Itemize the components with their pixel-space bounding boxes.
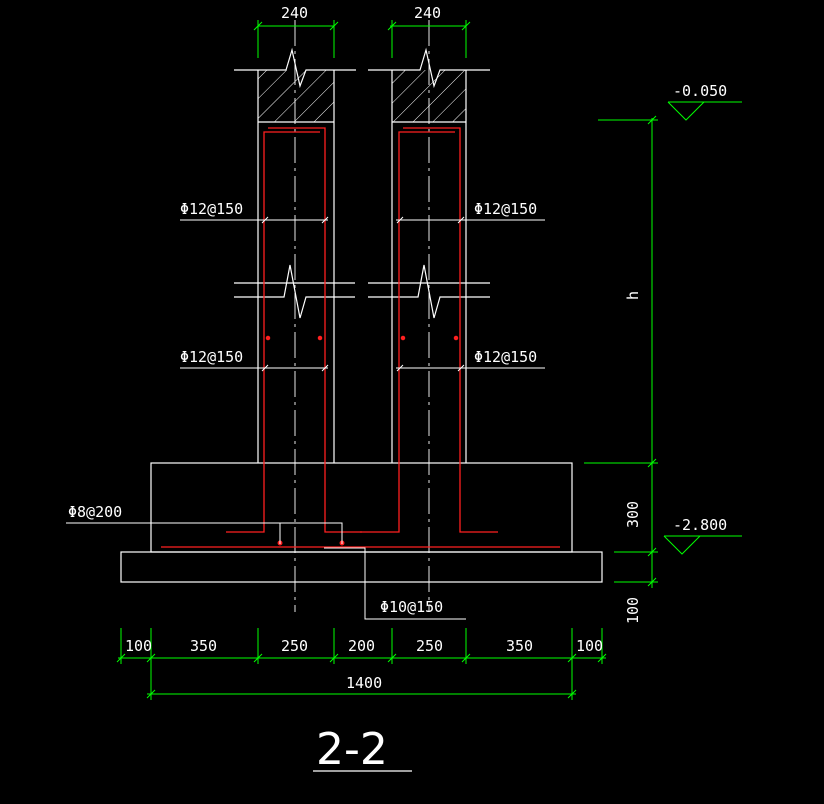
wall-width-right: 240 (414, 4, 441, 22)
rebar (161, 127, 560, 548)
leaders (66, 216, 545, 620)
rebar-label-upper-right: Φ12@150 (474, 200, 537, 218)
right-wall (368, 20, 490, 612)
dim-h-0: 100 (125, 637, 152, 655)
footing (120, 462, 603, 583)
dim-h-3: 200 (348, 637, 375, 655)
dim-h-4: 250 (416, 637, 443, 655)
rebar-label-lower-right: Φ12@150 (474, 348, 537, 366)
section-title: 2-2 (316, 724, 388, 775)
dim-footing-height: 300 (624, 501, 642, 528)
rebar-label-footing-top: Φ8@200 (68, 503, 122, 521)
rebar-label-lower-left: Φ12@150 (180, 348, 243, 366)
dim-h-5: 350 (506, 637, 533, 655)
rebar-label-upper-left: Φ12@150 (180, 200, 243, 218)
left-wall (234, 20, 356, 612)
dim-h-1: 350 (190, 637, 217, 655)
dimensions (116, 20, 742, 700)
dim-cushion-height: 100 (624, 597, 642, 624)
elevation-top: -0.050 (673, 82, 727, 100)
elevation-bottom: -2.800 (673, 516, 727, 534)
dim-wall-height: h (624, 291, 642, 300)
dim-total-width: 1400 (346, 674, 382, 692)
dim-h-6: 100 (576, 637, 603, 655)
rebar-label-footing-bottom: Φ10@150 (380, 598, 443, 616)
labels: 240 240 Φ12@150 Φ12@150 Φ12@150 Φ12@150 … (68, 4, 727, 775)
dim-h-2: 250 (281, 637, 308, 655)
wall-width-left: 240 (281, 4, 308, 22)
